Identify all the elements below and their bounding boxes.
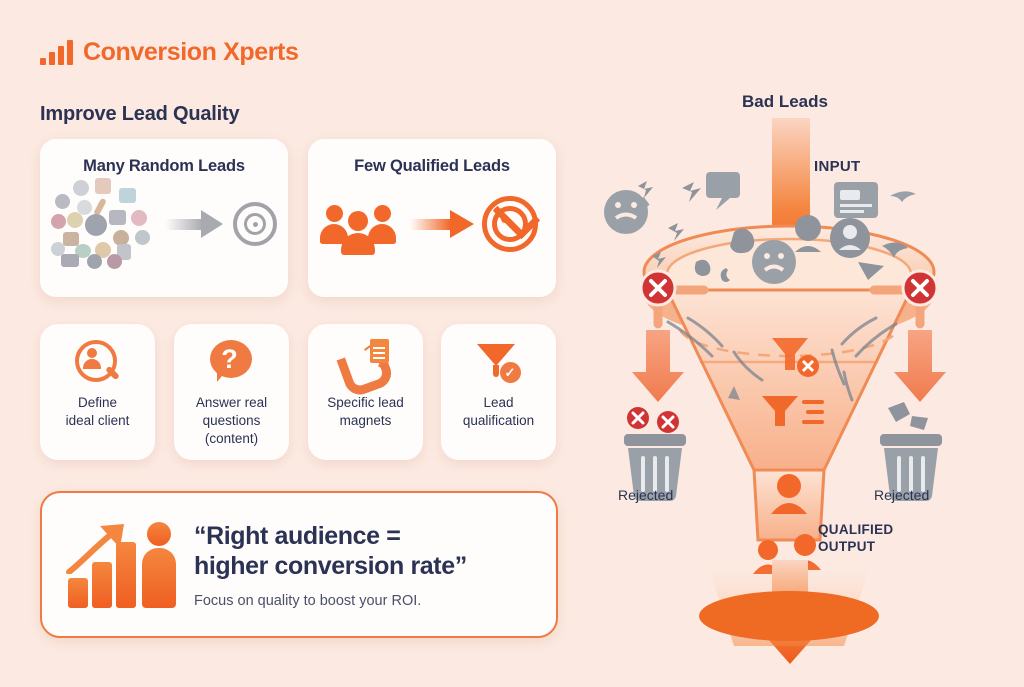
step-card-label: Specific lead magnets [321,394,410,430]
reject-branch-right [869,269,946,402]
arrow-right-orange-icon [410,210,476,238]
person-figure-icon [142,522,176,608]
output-label-line2: OUTPUT [818,539,876,555]
step-label-line1: Specific lead [327,395,404,410]
random-people-cluster-icon [51,178,159,270]
reject-branch-left [632,269,709,402]
rejected-right-label: Rejected [874,487,930,503]
output-label-line1: QUALIFIED [818,522,894,537]
step-card-label: Answer real questions (content) [190,394,273,448]
rejected-left-label: Rejected [618,487,674,503]
brand-logo: Conversion Xperts [40,38,299,67]
quote-card: “Right audience = higher conversion rate… [40,491,558,638]
magnifier-person-icon [74,324,121,394]
card-title: Few Qualified Leads [354,157,510,175]
step-label-line1: Lead [483,395,514,410]
output-glow [699,560,879,646]
step-label-line2: questions [202,412,261,428]
qualified-output-label: QUALIFIED OUTPUT [818,521,893,556]
funnel-input-label: INPUT [814,158,861,175]
step-card-specific-lead-magnets[interactable]: Specific lead magnets [308,324,423,460]
brand-name: Conversion Xperts [83,38,299,66]
funnel-cone [664,288,914,472]
funnel-neck [752,468,826,542]
target-gray-icon [233,202,277,246]
step-card-lead-qualification[interactable]: ✓ Lead qualification [441,324,556,460]
funnel-input-title: Bad Leads [742,92,828,111]
trash-bin-left-icon [624,407,686,502]
step-label-line3: (content) [204,430,259,446]
step-card-label: Lead qualification [457,394,540,430]
card-visual [308,176,556,272]
step-label-line2: magnets [339,412,392,428]
card-few-qualified-leads: Few Qualified Leads [308,139,556,297]
step-label-line2: ideal client [65,412,130,428]
quote-line1: “Right audience = [194,521,401,550]
growth-chart-person-icon [42,493,194,636]
card-many-random-leads: Many Random Leads [40,139,288,297]
step-label-line1: Define [77,395,117,410]
bar-chart-icon [40,39,73,65]
step-card-answer-real-questions[interactable]: ? Answer real questions (content) [174,324,289,460]
quote-subtitle: Focus on quality to boost your ROI. [194,592,422,609]
funnel-check-icon: ✓ [475,324,523,394]
magnet-document-icon [335,324,396,399]
question-bubble-icon: ? [208,324,256,394]
step-label-line1: Answer real [195,395,268,410]
page-title: Improve Lead Quality [40,103,240,125]
quote-line2: higher conversion rate” [194,552,467,580]
funnel-diagram: Bad Leads INPUT Rejected Rejected QUALIF… [576,0,1024,687]
quote-text-block: “Right audience = higher conversion rate… [194,521,487,609]
arrow-right-gray-icon [165,209,227,239]
trash-bin-right-icon [880,402,942,502]
card-visual [40,176,288,272]
step-card-label: Define ideal client [60,394,136,430]
bad-leads-icons [604,172,916,284]
step-card-define-ideal-client[interactable]: Define ideal client [40,324,155,460]
funnel-graphic [604,118,946,664]
target-check-orange-icon [482,191,541,252]
card-title: Many Random Leads [83,157,245,175]
step-label-line2: qualification [462,412,535,428]
people-group-orange-icon [320,201,404,255]
